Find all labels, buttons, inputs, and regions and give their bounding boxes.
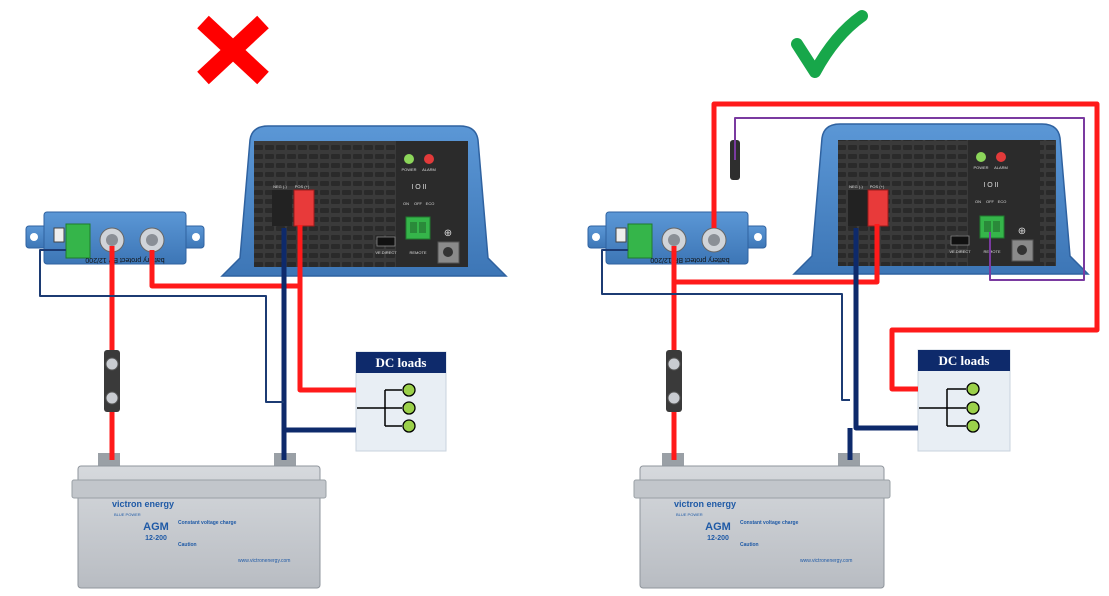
remote-label: REMOTE	[983, 249, 1000, 254]
signal-wire	[601, 249, 850, 401]
vedirect-label: VE.DIRECT	[375, 250, 397, 255]
mode-off-label: OFF	[414, 201, 423, 206]
inverter: POWER ALARM I O II ON OFF ECO REMOTE VE.…	[792, 123, 1090, 275]
neg-label: NEG (-)	[849, 184, 863, 189]
fuse	[666, 350, 682, 412]
load-terminal-icon	[966, 382, 980, 396]
load-terminal-icon	[966, 401, 980, 415]
alarm-led-icon	[996, 152, 1006, 162]
battery-brand: victron energy	[674, 499, 736, 509]
remote-terminal	[979, 215, 1005, 239]
battery-brand: victron energy	[112, 499, 174, 509]
battery-model: AGM	[705, 521, 731, 533]
battery-charge-heading: Constant voltage charge	[740, 520, 799, 526]
mode-switch-label: I O II	[411, 184, 426, 191]
battery-caution-heading: Caution	[740, 542, 759, 548]
power-led-icon	[404, 154, 414, 164]
panel-incorrect: POWER ALARM I O II ON OFF ECO REMOTE VE.…	[25, 125, 508, 589]
power-label: POWER	[973, 165, 988, 170]
ground-icon: ⊕	[1018, 226, 1026, 237]
mode-eco-label: ECO	[998, 199, 1007, 204]
alarm-led-icon	[424, 154, 434, 164]
battery-caution-heading: Caution	[178, 542, 197, 548]
power-led-icon	[976, 152, 986, 162]
battery-protect-label: battery protect BP 12/200	[85, 256, 164, 263]
pos-label: POS (+)	[295, 184, 310, 189]
battery-website: www.victronenergy.com	[800, 558, 852, 564]
mode-on-label: ON	[403, 201, 409, 206]
battery-protect: battery protect BP 12/200	[25, 211, 205, 265]
battery-capacity: 12-200	[145, 535, 167, 542]
dc-loads-box: DC loads	[355, 351, 447, 452]
battery-tagline: BLUE POWER	[676, 512, 703, 517]
battery-protect: battery protect BP 12/200	[587, 211, 767, 265]
vedirect-port	[950, 235, 970, 246]
battery-protect-label: battery protect BP 12/200	[650, 256, 729, 263]
battery-tagline: BLUE POWER	[114, 512, 141, 517]
battery: victron energy BLUE POWER AGM 12-200 Con…	[71, 453, 327, 589]
load-terminal-icon	[402, 383, 416, 397]
alarm-label: ALARM	[994, 165, 1008, 170]
dc-loads-title: DC loads	[939, 353, 990, 368]
load-terminal-icon	[402, 401, 416, 415]
negative-wires	[281, 228, 356, 460]
mode-off-label: OFF	[986, 199, 995, 204]
cross-icon	[197, 15, 269, 85]
load-terminal-icon	[402, 419, 416, 433]
vedirect-label: VE.DIRECT	[949, 249, 971, 254]
check-icon	[791, 10, 868, 78]
mode-on-label: ON	[975, 199, 981, 204]
remote-terminal	[405, 216, 431, 240]
battery-model: AGM	[143, 521, 169, 533]
battery-charge-heading: Constant voltage charge	[178, 520, 237, 526]
signal-wire	[39, 249, 284, 403]
dc-loads-title: DC loads	[376, 355, 427, 370]
positive-wires	[109, 225, 356, 460]
fuse	[104, 350, 120, 412]
battery: victron energy BLUE POWER AGM 12-200 Con…	[633, 453, 891, 589]
remote-wire	[734, 117, 1085, 281]
neg-label: NEG (-)	[273, 184, 287, 189]
panel-correct: POWER ALARM I O II ON OFF ECO REMOTE VE.…	[587, 101, 1100, 589]
alarm-label: ALARM	[422, 167, 436, 172]
power-label: POWER	[401, 167, 416, 172]
mode-switch-label: I O II	[983, 182, 998, 189]
mode-eco-label: ECO	[426, 201, 435, 206]
ground-icon: ⊕	[444, 228, 452, 239]
dc-loads-box: DC loads	[917, 349, 1011, 452]
battery-capacity: 12-200	[707, 535, 729, 542]
positive-wires	[671, 101, 1100, 460]
pos-label: POS (+)	[870, 184, 885, 189]
battery-website: www.victronenergy.com	[238, 558, 290, 564]
remote-label: REMOTE	[409, 250, 426, 255]
inverter: POWER ALARM I O II ON OFF ECO REMOTE VE.…	[220, 125, 508, 277]
vedirect-port	[376, 236, 396, 247]
negative-wires	[847, 228, 918, 460]
load-terminal-icon	[966, 419, 980, 433]
